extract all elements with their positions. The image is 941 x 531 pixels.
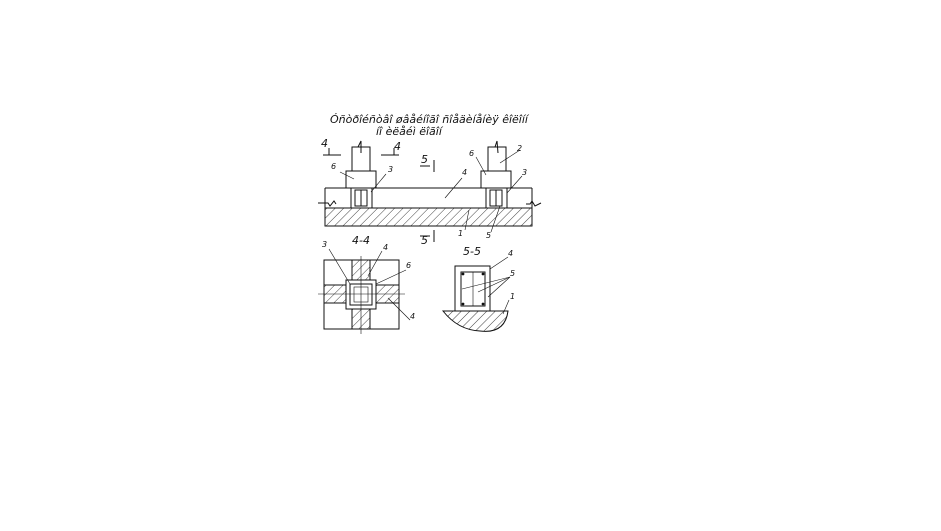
callout-3-right: 3 xyxy=(522,168,527,177)
right-column xyxy=(487,146,507,172)
leader-1 xyxy=(464,209,470,231)
callout-6-right: 6 xyxy=(469,149,474,158)
leader-4-plan-bottom xyxy=(387,297,411,321)
callout-4-plan-bottom: 4 xyxy=(410,312,415,321)
callout-1-section: 1 xyxy=(510,292,515,301)
rebar-dot xyxy=(481,302,485,306)
callout-2: 2 xyxy=(517,144,522,153)
leader-5 xyxy=(490,205,501,233)
callout-5: 5 xyxy=(486,231,491,240)
callout-6-plan: 6 xyxy=(406,261,411,270)
plan-view-4-4: 4-4 3 4 6 4 xyxy=(318,234,415,334)
leader-6-right xyxy=(475,156,487,176)
leader-5-section-b xyxy=(477,276,511,293)
callout-3-left: 3 xyxy=(388,165,393,174)
leader-6-plan xyxy=(375,269,407,285)
elevation-view: 4 4 5 5 6 3 4 6 2 3 1 5 xyxy=(318,137,542,247)
drawing-title-line2: íî èëåéì ëîãîí xyxy=(376,125,444,138)
right-joint-box xyxy=(485,187,508,209)
leader-4-mid xyxy=(444,177,463,199)
section-5-label-bottom: 5 xyxy=(421,234,428,247)
view-5-5-title: 5-5 xyxy=(463,245,481,258)
leader-3-plan xyxy=(328,248,351,285)
section-view-5-5: 5-5 4 5 1 xyxy=(441,245,515,332)
leader-1-section xyxy=(502,299,510,315)
break-mark-left xyxy=(318,200,337,207)
rebar-dot xyxy=(461,272,465,276)
foundation-hatch xyxy=(324,207,533,227)
rebar-dot xyxy=(461,302,465,306)
right-column-break xyxy=(494,140,499,154)
break-mark-right xyxy=(526,200,542,207)
leader-4-plan-top xyxy=(367,250,383,277)
drawing-title-line1: Óñòðîéñòâî øâåéíîãî ñîåäèíåíèÿ êîëîíí xyxy=(330,113,530,126)
section-5-label-top: 5 xyxy=(421,153,428,166)
callout-3-plan: 3 xyxy=(322,240,327,249)
view-4-4-title: 4-4 xyxy=(352,234,370,247)
rebar-dot xyxy=(481,272,485,276)
callout-1: 1 xyxy=(458,229,463,238)
section-4-label-right: 4 xyxy=(394,140,401,153)
left-column-break xyxy=(357,140,362,153)
leader-5-section-c xyxy=(487,276,511,298)
leader-2 xyxy=(499,149,521,164)
callout-6-left: 6 xyxy=(331,162,336,171)
leader-4-section xyxy=(489,256,509,270)
callout-4-mid: 4 xyxy=(462,168,467,177)
leader-6-left xyxy=(339,171,355,180)
leader-3-left xyxy=(370,173,387,193)
section-4-label-left: 4 xyxy=(321,137,328,150)
left-joint-box xyxy=(350,187,373,209)
leader-3-right xyxy=(506,175,523,194)
section-foundation xyxy=(441,310,509,332)
leader-5-section-a xyxy=(461,276,511,290)
callout-5-section: 5 xyxy=(510,269,515,278)
callout-4-plan-top: 4 xyxy=(383,243,388,252)
left-cap xyxy=(345,170,377,189)
callout-4-section: 4 xyxy=(508,249,513,258)
